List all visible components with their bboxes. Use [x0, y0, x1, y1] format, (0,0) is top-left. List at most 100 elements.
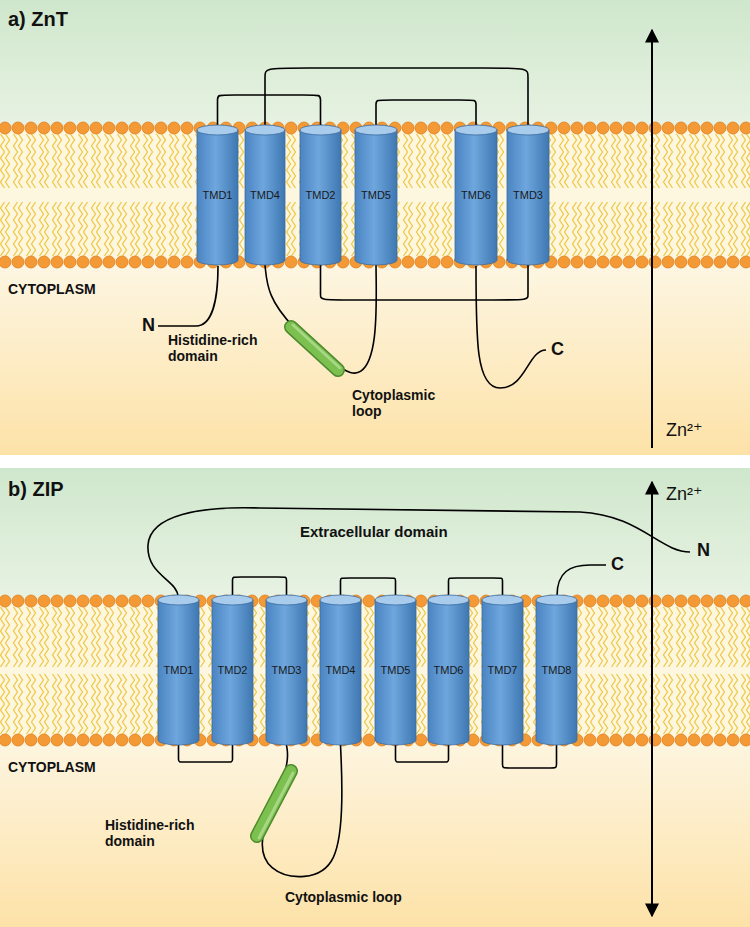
lipid-tail	[742, 134, 746, 188]
lipid-tail	[157, 134, 161, 188]
lipid-tail	[110, 202, 114, 256]
lipid-tail	[716, 607, 720, 667]
lipid-tail	[677, 674, 681, 734]
lipid-tail	[690, 674, 694, 734]
lipid-head	[688, 122, 700, 134]
lipid-tail	[526, 674, 530, 734]
lipid-tail	[58, 134, 62, 188]
lipid-tail	[729, 134, 733, 188]
lipid-tail	[656, 134, 660, 188]
lipid-tail	[677, 607, 681, 667]
lipid-head	[675, 595, 687, 607]
lipid-tail	[313, 674, 317, 734]
lipid-tail	[695, 202, 699, 256]
lipid-tail	[97, 134, 101, 188]
lipid-tail	[630, 202, 634, 256]
domain-label: TMD5	[361, 189, 391, 201]
lipid-head	[688, 595, 700, 607]
lipid-tail	[344, 202, 348, 256]
histidine-rich-cylinder	[257, 771, 293, 838]
cylinder-top	[455, 125, 497, 135]
cylinder-body	[197, 130, 238, 265]
lipid-tail	[716, 134, 720, 188]
lipid-tail	[552, 202, 556, 256]
lipid-tail	[131, 202, 135, 256]
lipid-tail	[84, 607, 88, 667]
lipid-tail	[695, 607, 699, 667]
lipid-tail	[45, 674, 49, 734]
region-label: CYTOPLASM	[8, 760, 96, 776]
lipid-tail	[370, 674, 374, 734]
lipid-tail	[656, 607, 660, 667]
cylinder-top	[158, 595, 199, 605]
lipid-tail	[6, 674, 10, 734]
lipid-tail	[638, 202, 642, 256]
lipid-tail	[110, 134, 114, 188]
lipid-head	[636, 256, 648, 268]
lipid-tail	[92, 674, 96, 734]
lipid-head	[584, 256, 596, 268]
cylinder-top	[355, 125, 397, 135]
cylinder-body	[482, 600, 523, 745]
lipid-tail	[604, 202, 608, 256]
lipid-head	[714, 734, 726, 746]
lipid-tail	[682, 134, 686, 188]
connecting-loop	[396, 745, 449, 762]
lipid-head	[402, 256, 414, 268]
lipid-tail	[591, 607, 595, 667]
domain-label: TMD4	[250, 189, 280, 201]
transmembrane-domain: TMD5	[355, 125, 397, 265]
lipid-head	[740, 256, 750, 268]
lipid-tail	[45, 134, 49, 188]
lipid-head	[142, 256, 154, 268]
domain-label: TMD1	[203, 189, 233, 201]
ion-label: Zn²⁺	[666, 420, 703, 440]
lipid-tail	[201, 607, 205, 667]
lipid-head	[571, 256, 583, 268]
transmembrane-domain: TMD6	[455, 125, 497, 265]
domain-label: TMD2	[218, 664, 248, 676]
cylinder-top	[482, 595, 523, 605]
lipid-head	[688, 256, 700, 268]
lipid-tail	[404, 134, 408, 188]
lipid-tail	[747, 674, 750, 734]
cylinder-top	[507, 125, 549, 135]
lipid-head	[285, 122, 297, 134]
lipid-tail	[638, 134, 642, 188]
lipid-tail	[27, 202, 31, 256]
loop-callout: Cytoplasmic loop	[352, 388, 452, 419]
connecting-loop	[265, 265, 376, 373]
lipid-tail	[643, 674, 647, 734]
lipid-head	[571, 122, 583, 134]
lipid-head	[662, 734, 674, 746]
lipid-head	[558, 122, 570, 134]
lipid-tail	[1, 134, 5, 188]
cylinder-body	[158, 600, 199, 745]
lipid-tail	[110, 674, 114, 734]
ion-label: Zn²⁺	[666, 484, 703, 504]
lipid-head	[116, 256, 128, 268]
lipid-head	[623, 595, 635, 607]
lipid-tail	[617, 134, 621, 188]
lipid-tail	[32, 134, 36, 188]
lipid-tail	[599, 674, 603, 734]
lipid-tail	[136, 202, 140, 256]
lipid-head	[181, 256, 193, 268]
lipid-tail	[612, 674, 616, 734]
lipid-head	[402, 122, 414, 134]
lipid-tail	[19, 607, 23, 667]
lipid-tail	[40, 674, 44, 734]
lipid-tail	[599, 134, 603, 188]
lipid-tail	[500, 202, 504, 256]
lipid-tail	[573, 134, 577, 188]
lipid-head	[649, 122, 661, 134]
lipid-tail	[27, 674, 31, 734]
lipid-head	[38, 122, 50, 134]
lipid-tail	[144, 607, 148, 667]
lipid-tail	[53, 607, 57, 667]
lipid-tail	[71, 202, 75, 256]
lipid-head	[649, 595, 661, 607]
lipid-head	[155, 256, 167, 268]
cylinder-body	[428, 600, 469, 745]
lipid-head	[415, 122, 427, 134]
